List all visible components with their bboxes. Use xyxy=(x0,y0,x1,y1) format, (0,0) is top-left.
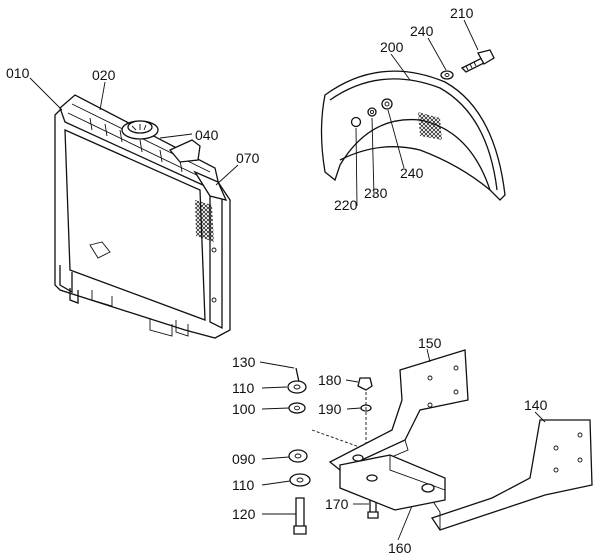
label-110-upper: 110 xyxy=(232,380,255,396)
label-220: 220 xyxy=(334,197,358,213)
label-190: 190 xyxy=(318,401,342,417)
radiator-drawing xyxy=(54,94,231,339)
label-120: 120 xyxy=(232,506,256,522)
label-210: 210 xyxy=(450,5,474,21)
label-180: 180 xyxy=(318,372,342,388)
label-020: 020 xyxy=(92,67,116,83)
label-090: 090 xyxy=(232,451,256,467)
label-040: 040 xyxy=(195,127,219,143)
label-070: 070 xyxy=(236,150,260,166)
bracket-drawing xyxy=(328,349,593,531)
label-170: 170 xyxy=(325,496,349,512)
label-230: 230 xyxy=(364,185,388,201)
fan-shroud-drawing xyxy=(320,49,506,201)
label-240-top: 240 xyxy=(410,23,434,39)
mount-hardware-drawing xyxy=(287,367,379,535)
label-240-bottom: 240 xyxy=(400,165,424,181)
label-200: 200 xyxy=(380,39,404,55)
label-110-lower: 110 xyxy=(232,477,255,493)
label-100: 100 xyxy=(232,401,256,417)
label-150: 150 xyxy=(418,335,442,351)
label-130: 130 xyxy=(232,354,256,370)
part-labels: 010 020 040 070 200 210 240 240 220 230 … xyxy=(6,5,548,556)
label-160: 160 xyxy=(388,540,412,556)
label-010: 010 xyxy=(6,65,30,81)
leader-lines xyxy=(29,19,546,541)
label-140: 140 xyxy=(524,397,548,413)
